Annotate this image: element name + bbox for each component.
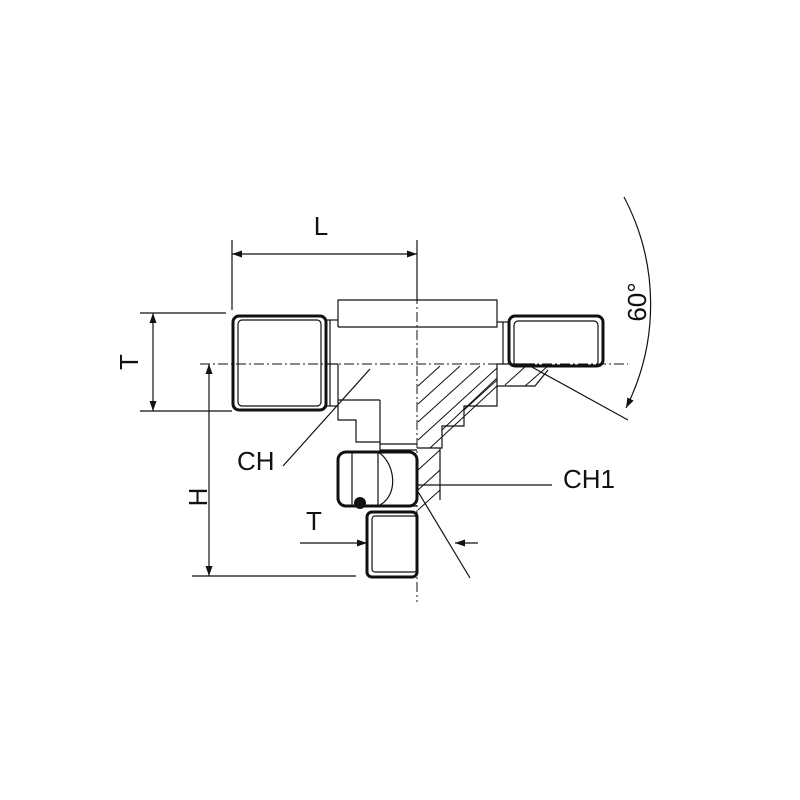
section-hatching (417, 365, 549, 511)
body-top-outline (337, 299, 498, 328)
body-right-outline (417, 364, 498, 449)
bottom-thread-outer (365, 510, 419, 579)
label-CH: CH (237, 446, 275, 476)
dimension-H: H (183, 364, 356, 577)
label-60-degrees: 60° (622, 282, 652, 321)
o-ring-seal (354, 497, 366, 509)
bottom-thread-inner (371, 515, 418, 573)
dimension-T-bottom: T (300, 506, 478, 547)
label-H: H (183, 488, 213, 507)
body-left-outline (337, 364, 381, 454)
bottom-threaded-end (365, 489, 471, 579)
swivel-nut (336, 450, 419, 509)
centerlines (200, 240, 628, 602)
leader-CH: CH (237, 368, 371, 476)
right-thread-inner (513, 320, 599, 367)
label-T-bottom: T (306, 506, 322, 536)
label-L: L (314, 211, 328, 241)
fitting-body (337, 299, 549, 511)
right-threaded-end (497, 314, 605, 368)
label-CH1: CH1 (563, 464, 615, 494)
dimension-T-left: T (114, 312, 232, 412)
left-threaded-end (231, 314, 338, 412)
label-T-left: T (114, 354, 144, 370)
angle-60: 60° (529, 196, 652, 421)
right-thread-outer (507, 314, 605, 368)
leader-CH1: CH1 (417, 464, 615, 494)
dimension-L: L (231, 211, 418, 310)
left-thread-inner (237, 319, 322, 407)
left-thread-outer (231, 314, 328, 412)
